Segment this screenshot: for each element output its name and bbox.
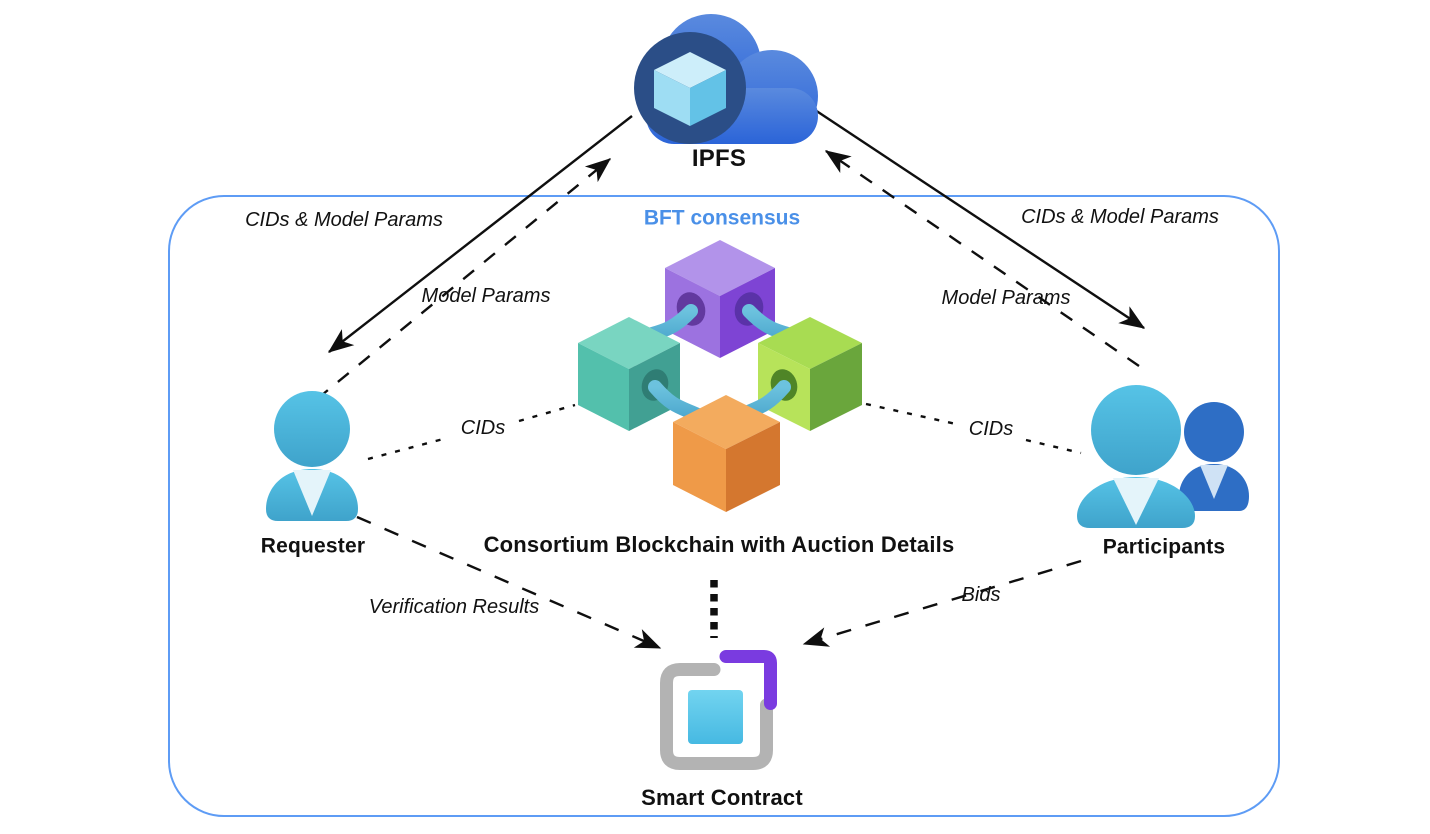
block-cube-green	[758, 317, 862, 431]
model-params-right-label: Model Params	[941, 287, 1071, 309]
smart-contract-icon	[660, 650, 777, 770]
bids-label: Bids	[961, 584, 1001, 606]
block-cube-purple	[665, 240, 775, 358]
arrow-ipfs-to-participants	[811, 106, 1146, 330]
line-requester-cids	[367, 403, 576, 461]
contract-gray-frame	[660, 663, 773, 770]
participant-back	[1179, 402, 1249, 511]
ipfs-cube	[654, 52, 726, 126]
contract-inner-square	[688, 690, 743, 744]
arrow-participants-to-ipfs	[824, 150, 1140, 367]
consortium-boundary-box	[168, 195, 1280, 817]
arrow-requester-to-contract	[356, 515, 662, 650]
requester-icon	[266, 391, 358, 521]
arrow-participants-to-contract	[802, 559, 1082, 647]
ipfs-label: IPFS	[691, 144, 747, 172]
cids-right-label: CIDs	[968, 418, 1014, 440]
cids-model-params-left-label: CIDs & Model Params	[245, 209, 443, 231]
bft-consensus-label: BFT consensus	[643, 206, 801, 230]
participants-icon	[1077, 385, 1249, 528]
requester-label: Requester	[260, 534, 366, 558]
requester-head	[274, 391, 350, 467]
blockchain-icon	[578, 240, 862, 512]
arrow-requester-to-ipfs	[316, 158, 612, 400]
verification-results-label: Verification Results	[368, 596, 540, 618]
cids-left-label: CIDs	[460, 417, 506, 439]
blockchain-label: Consortium Blockchain with Auction Detai…	[483, 531, 955, 557]
cids-model-params-right-label: CIDs & Model Params	[1021, 206, 1219, 228]
block-cube-orange	[673, 395, 780, 512]
model-params-left-label: Model Params	[421, 285, 551, 307]
contract-purple-corner	[719, 650, 777, 710]
line-participants-cids	[865, 402, 1082, 455]
smart-contract-label: Smart Contract	[641, 784, 803, 810]
participants-label: Participants	[1102, 535, 1226, 559]
arrow-ipfs-to-requester	[327, 115, 633, 353]
participant-front	[1077, 385, 1195, 528]
ipfs-cloud-icon	[634, 14, 818, 144]
